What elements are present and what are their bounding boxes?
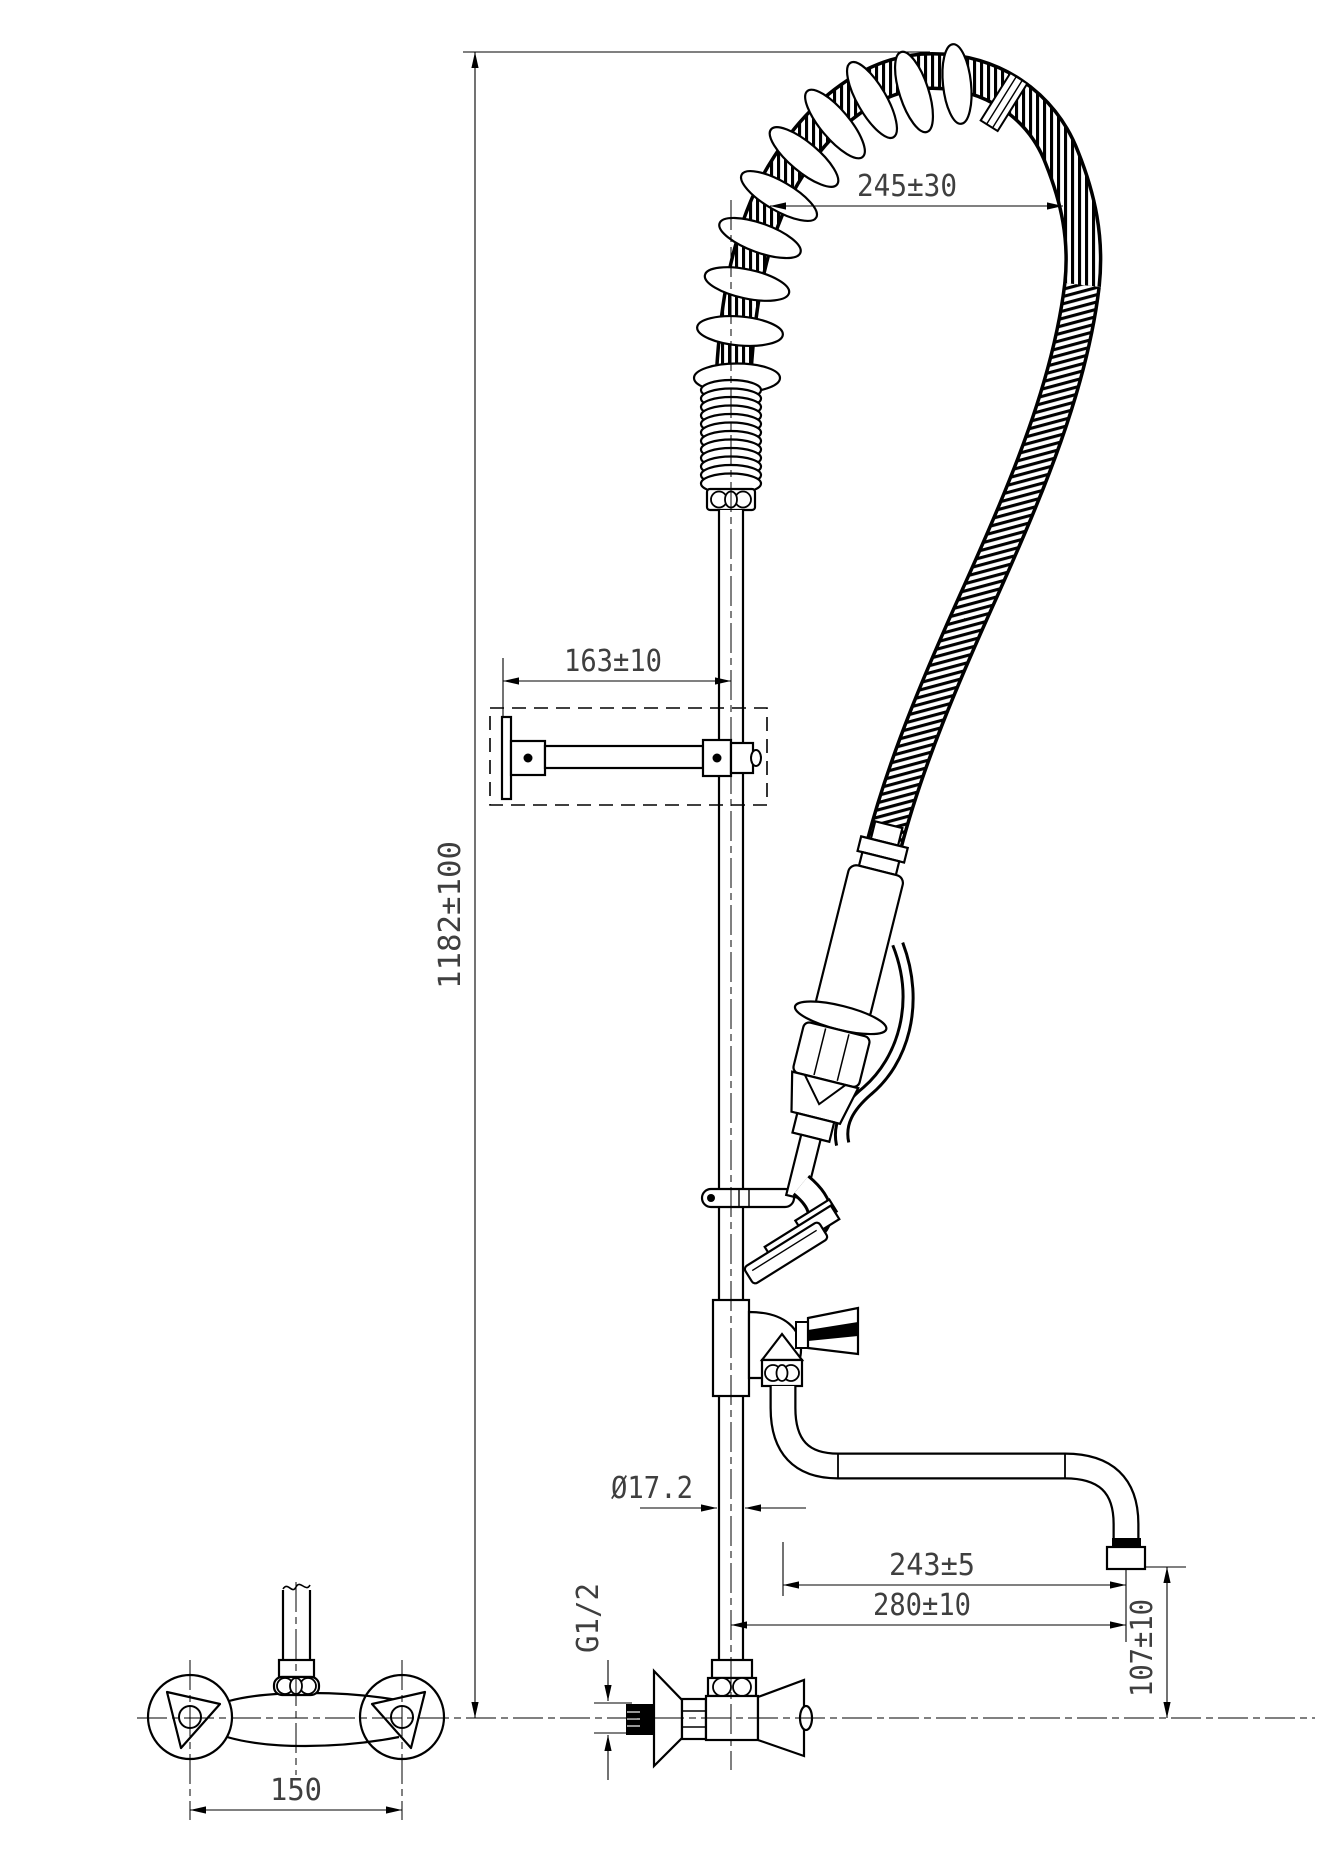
valve-handle xyxy=(756,1678,806,1758)
dim-overall-height: 1182±100 xyxy=(433,52,479,1718)
dim-label-pipe-diameter: Ø17.2 xyxy=(611,1471,693,1506)
dim-bracket-offset: 163±10 xyxy=(503,644,731,685)
spray-head xyxy=(743,1174,841,1285)
dim-label-bracket-offset: 163±10 xyxy=(564,644,662,679)
dim-label-outlet-drop: 107±10 xyxy=(1125,1599,1160,1697)
inlet-valve-side-view xyxy=(626,1658,814,1769)
dim-inlet-thread: G1/2 xyxy=(571,1583,612,1780)
bracket-screw xyxy=(523,753,533,763)
bracket-clamp-screw xyxy=(712,753,722,763)
dim-spout-reach: 243±5 xyxy=(783,1548,1126,1589)
hose-ferrule xyxy=(979,71,1029,133)
dim-label-inlet-thread: G1/2 xyxy=(571,1583,606,1653)
wall-bracket xyxy=(489,707,768,806)
dim-label-inlet-centers: 150 xyxy=(270,1773,322,1808)
dim-label-hose-reach: 245±30 xyxy=(857,169,957,204)
dim-pipe-diameter: Ø17.2 xyxy=(611,1471,806,1512)
spout-outlet xyxy=(1105,1545,1147,1571)
dim-label-spout-overall: 280±10 xyxy=(873,1588,971,1623)
gun-body xyxy=(815,864,905,1021)
dim-hose-reach: 245±30 xyxy=(770,169,1063,210)
add-on-spout xyxy=(769,1386,1147,1571)
centerlines xyxy=(137,200,1315,1820)
gun-hook xyxy=(700,1187,796,1209)
spray-gun xyxy=(784,819,915,1202)
mixer-front-view xyxy=(146,1583,446,1761)
dim-inlet-centers: 150 xyxy=(190,1773,402,1814)
dim-label-spout-reach: 243±5 xyxy=(889,1548,975,1583)
dimension-lines: 1182±100 245±30 163±10 Ø17.2 G1/2 243±5 xyxy=(190,51,1186,1814)
flex-hose-descent xyxy=(865,282,1101,850)
dim-spout-overall: 280±10 xyxy=(731,1588,1126,1629)
outlet-seal-ring xyxy=(1112,1538,1141,1547)
dim-outlet-drop: 107±10 xyxy=(1125,1567,1171,1718)
spray-face xyxy=(743,1221,829,1285)
spout-tee-valve xyxy=(711,1298,860,1398)
dim-label-overall-height: 1182±100 xyxy=(433,841,468,989)
